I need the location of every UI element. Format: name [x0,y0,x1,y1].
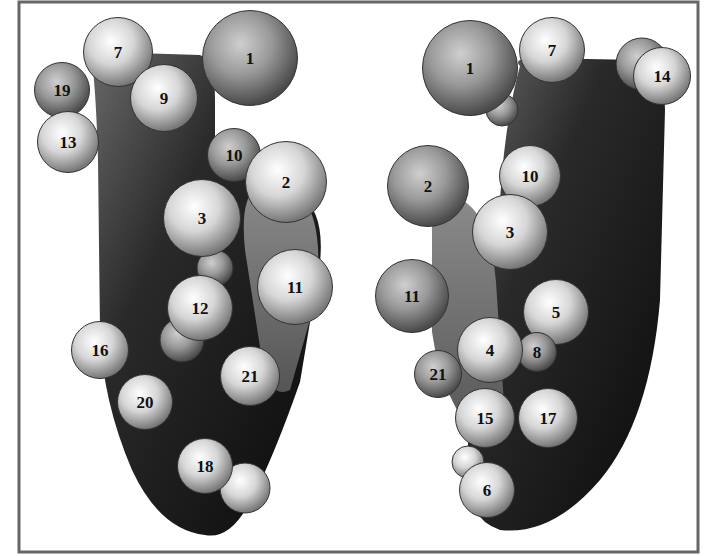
sphere [456,389,515,448]
sphere [376,260,449,333]
callout-number: 9 [160,90,169,107]
numbered-sphere: 15 [455,388,515,448]
callout-number: 3 [506,224,515,241]
sphere [634,48,691,105]
sphere [473,195,548,270]
sphere [168,276,233,341]
callout-number: 18 [197,458,214,475]
sphere [518,333,557,372]
numbered-sphere: 14 [633,47,691,105]
numbered-sphere: 13 [37,111,99,173]
numbered-sphere: 11 [375,259,449,333]
callout-number: 19 [54,82,71,99]
numbered-sphere: 4 [457,317,523,383]
callout-number: 14 [654,68,671,85]
sphere [460,463,515,518]
sphere [203,11,298,106]
numbered-sphere: 21 [414,350,462,398]
numbered-sphere: 6 [459,462,515,518]
callout-number: 11 [287,279,303,296]
callout-number: 10 [522,168,539,185]
sphere [458,318,523,383]
callout-number: 5 [552,304,561,321]
sphere [423,21,518,116]
callout-number: 8 [533,344,542,361]
callout-number: 10 [226,147,243,164]
sphere [38,112,99,173]
numbered-sphere: 8 [517,332,557,372]
callout-number: 7 [548,42,557,59]
callout-number: 20 [137,394,154,411]
callout-number: 6 [483,482,492,499]
numbered-sphere: 17 [518,388,578,448]
callout-number: 1 [246,50,255,67]
sphere [246,142,327,223]
callout-number: 21 [242,368,259,385]
numbered-sphere: 1 [422,20,518,116]
sphere [118,375,173,430]
numbered-sphere: 20 [117,374,173,430]
sphere [221,347,280,406]
callout-number: 3 [198,210,207,227]
numbered-sphere: 9 [130,64,198,132]
callout-number: 2 [424,178,433,195]
numbered-sphere: 21 [220,346,280,406]
numbered-sphere: 18 [177,438,233,494]
callout-number: 21 [430,366,447,383]
numbered-sphere: 2 [387,145,469,227]
callout-number: 12 [192,300,209,317]
frame [19,2,698,552]
callout-number: 15 [477,410,494,427]
sphere [131,65,198,132]
numbered-sphere: 19 [34,62,90,118]
callout-number: 1 [466,60,475,77]
callout-number: 2 [282,174,291,191]
numbered-sphere: 11 [257,249,333,325]
blank-spheres [160,38,668,513]
numbered-sphere: 3 [163,179,241,257]
callout-number: 17 [540,410,557,427]
callout-number: 11 [404,288,420,305]
numbered-sphere: 1 [202,10,298,106]
numbered-sphere: 12 [167,275,233,341]
sphere [520,18,585,83]
numbered-sphere: 7 [519,17,585,83]
callout-number: 7 [114,44,123,61]
sphere [35,63,90,118]
callout-number: 16 [92,342,109,359]
sphere [164,180,241,257]
callout-number: 4 [486,342,495,359]
sphere [72,322,129,379]
sphere [258,250,333,325]
sphere [519,389,578,448]
callout-number: 13 [60,134,77,151]
numbered-sphere: 16 [71,321,129,379]
sphere [178,439,233,494]
numbered-sphere: 3 [472,194,548,270]
sphere [388,146,469,227]
numbered-sphere: 2 [245,141,327,223]
sphere [415,351,462,398]
